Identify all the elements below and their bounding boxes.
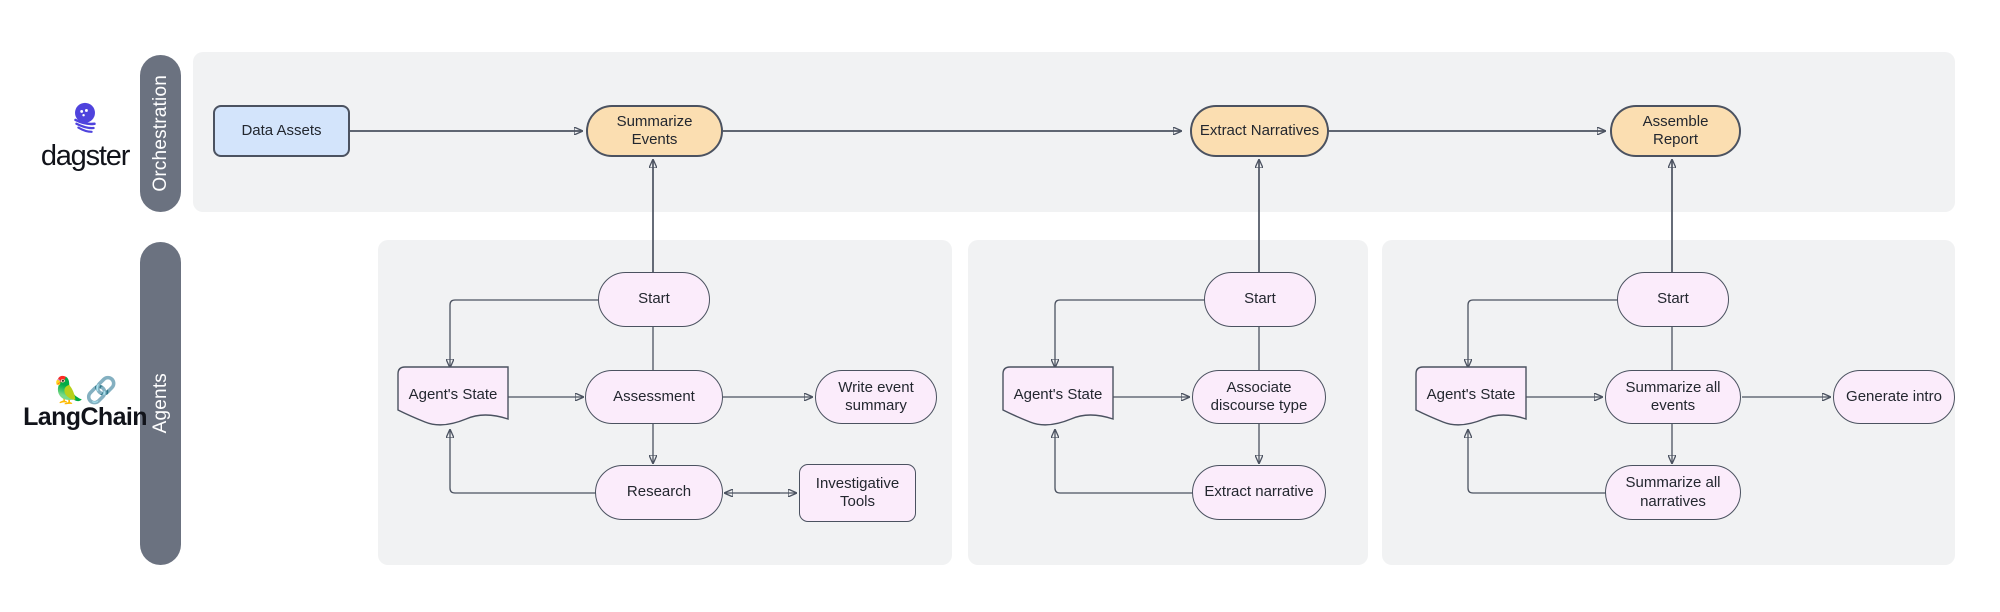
- node-g2-start[interactable]: Start: [1204, 272, 1316, 327]
- node-g3-summarize-all-events-label: Summarize all events: [1625, 378, 1721, 414]
- node-extract-narratives[interactable]: Extract Narratives: [1190, 105, 1329, 157]
- node-g2-associate-discourse-type-label: Associate discourse type: [1210, 378, 1308, 414]
- node-g1-write-event-summary[interactable]: Write event summary: [815, 370, 937, 424]
- node-g3-summarize-all-events[interactable]: Summarize all events: [1605, 370, 1741, 424]
- node-g1-write-event-summary-label: Write event summary: [838, 378, 914, 414]
- node-g3-summarize-all-narratives[interactable]: Summarize all narratives: [1605, 465, 1741, 520]
- agent-state-shape-icon: [1002, 366, 1114, 426]
- node-g3-start[interactable]: Start: [1617, 272, 1729, 327]
- node-g1-assessment[interactable]: Assessment: [585, 370, 723, 424]
- node-summarize-events-label: Summarize Events: [616, 112, 693, 148]
- node-g1-investigative-tools-label: Investigative Tools: [815, 474, 900, 510]
- node-g1-investigative-tools[interactable]: Investigative Tools: [799, 464, 916, 522]
- node-g1-research[interactable]: Research: [595, 465, 723, 520]
- node-extract-narratives-label: Extract Narratives: [1199, 121, 1320, 139]
- node-g3-start-label: Start: [1657, 290, 1689, 308]
- node-g1-agent-state-label: Agent's State: [408, 386, 498, 403]
- node-g2-extract-narrative-label: Extract narrative: [1204, 483, 1314, 501]
- node-g3-agent-state[interactable]: Agent's State: [1410, 365, 1532, 433]
- node-g1-start-label: Start: [638, 290, 670, 308]
- lane-label-agents: Agents: [140, 242, 181, 565]
- node-g1-research-label: Research: [626, 483, 692, 501]
- agent-state-shape-icon: [397, 366, 509, 426]
- langchain-parrot-chain-icon: 🦜🔗: [52, 374, 118, 405]
- node-g2-start-label: Start: [1244, 290, 1276, 308]
- agent-state-shape-icon: [1415, 366, 1527, 426]
- node-g2-agent-state-label: Agent's State: [1013, 386, 1103, 403]
- node-g1-start[interactable]: Start: [598, 272, 710, 327]
- node-data-assets-label: Data Assets: [241, 121, 322, 139]
- dagster-logo-icon: [66, 100, 104, 138]
- node-g2-associate-discourse-type[interactable]: Associate discourse type: [1192, 370, 1326, 424]
- lane-label-orchestration: Orchestration: [140, 55, 181, 212]
- dagster-brand: dagster: [35, 100, 135, 170]
- node-assemble-report[interactable]: Assemble Report: [1610, 105, 1741, 157]
- node-g2-extract-narrative[interactable]: Extract narrative: [1192, 465, 1326, 520]
- node-g3-summarize-all-narratives-label: Summarize all narratives: [1625, 474, 1721, 510]
- lane-label-orchestration-text: Orchestration: [149, 75, 171, 192]
- node-g1-agent-state[interactable]: Agent's State: [392, 365, 514, 433]
- dagster-brand-name: dagster: [40, 139, 131, 172]
- langchain-brand-name: LangChain: [23, 402, 147, 431]
- node-g3-generate-intro-label: Generate intro: [1846, 387, 1942, 405]
- lane-label-agents-text: Agents: [149, 373, 171, 434]
- node-g2-agent-state[interactable]: Agent's State: [997, 365, 1119, 433]
- langchain-brand: 🦜🔗 LangChain: [23, 370, 147, 436]
- node-data-assets[interactable]: Data Assets: [213, 105, 350, 157]
- node-g1-assessment-label: Assessment: [613, 387, 695, 405]
- node-assemble-report-label: Assemble Report: [1642, 112, 1709, 148]
- node-g3-generate-intro[interactable]: Generate intro: [1833, 370, 1955, 424]
- node-summarize-events[interactable]: Summarize Events: [586, 105, 723, 157]
- node-g3-agent-state-label: Agent's State: [1426, 386, 1516, 403]
